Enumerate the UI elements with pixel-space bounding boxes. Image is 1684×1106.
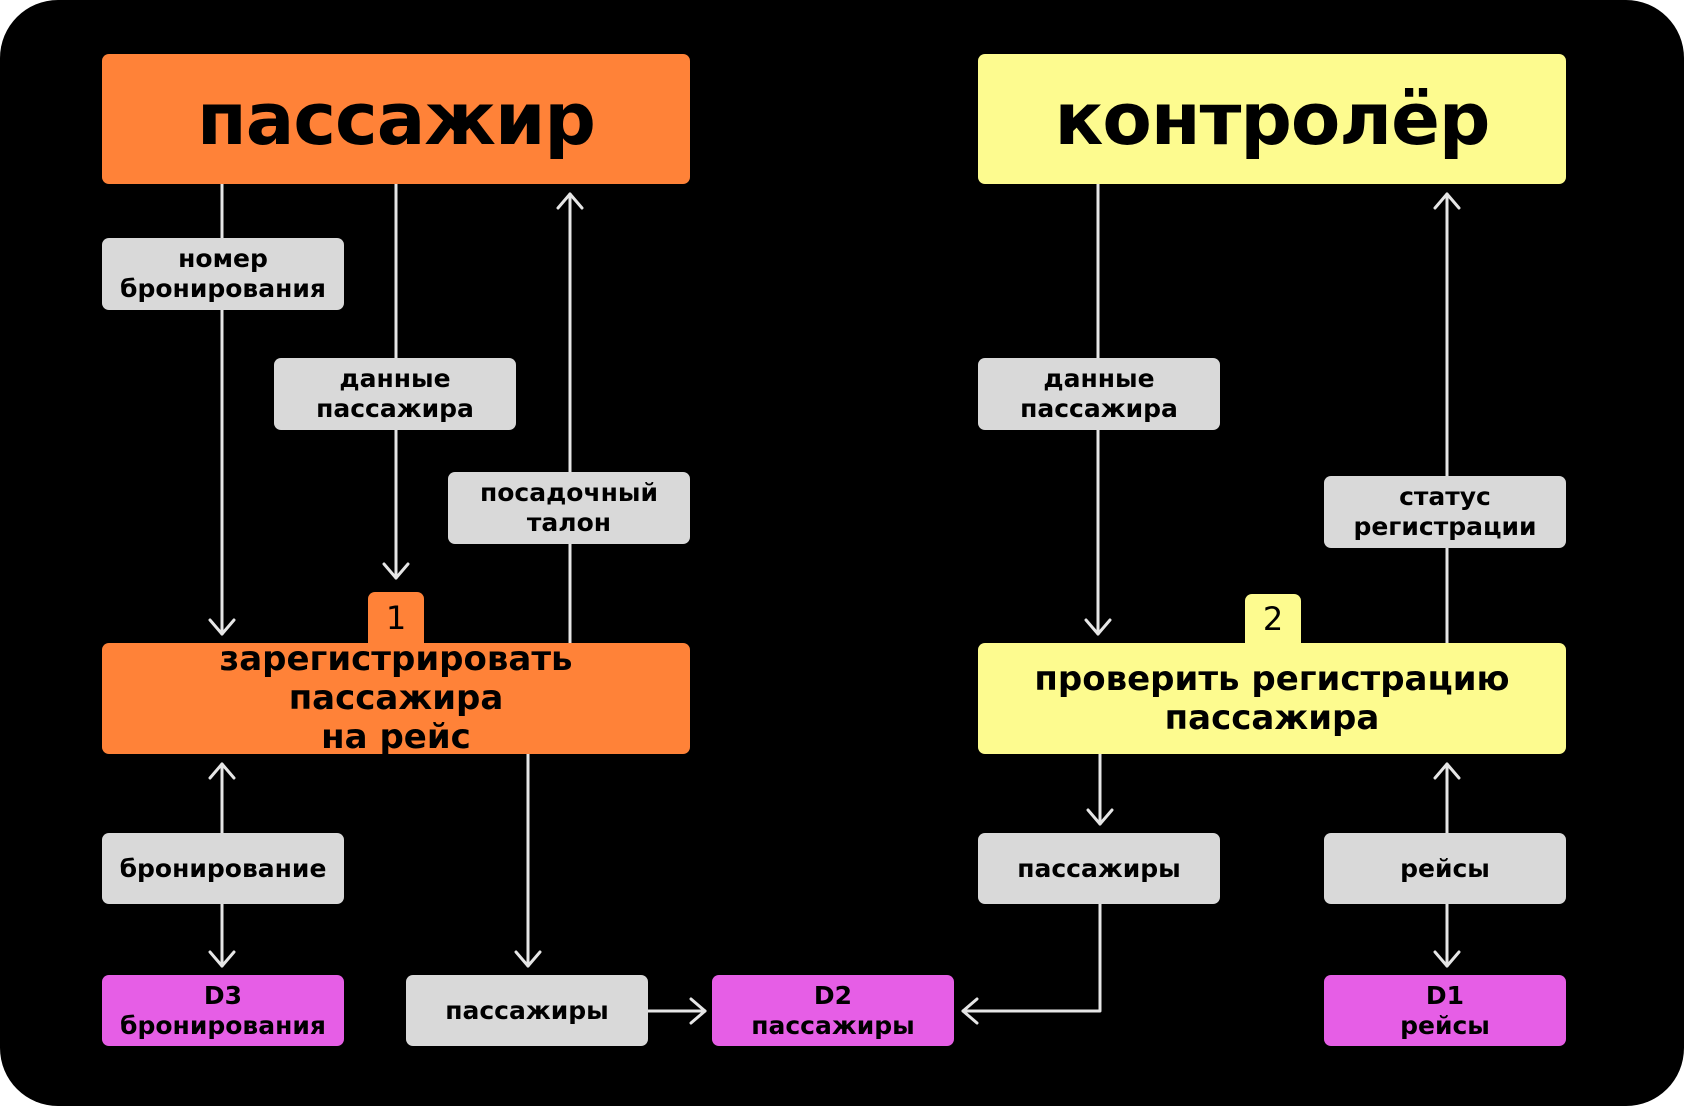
- process-1-number-tab: 1: [368, 592, 424, 644]
- process-2-number: 2: [1262, 600, 1284, 638]
- flow-label-booking-text: бронирование: [119, 853, 327, 883]
- entity-controller: контролёр: [978, 54, 1566, 184]
- arrowhead-registration-status: [1433, 192, 1461, 210]
- entity-controller-label: контролёр: [1054, 77, 1491, 161]
- arrowhead-booking-number: [208, 618, 236, 636]
- flow-line-to-d2-right: [961, 902, 1102, 1013]
- arrowhead-booking-down: [208, 950, 236, 968]
- flow-label-passengers-right: пассажиры: [978, 833, 1220, 904]
- flow-label-passenger-data-left-text: данные пассажира: [316, 364, 474, 423]
- process-2-title: проверить регистрацию пассажира: [1034, 658, 1510, 738]
- process-2-number-tab: 2: [1245, 594, 1301, 644]
- entity-passenger-label: пассажир: [197, 77, 596, 161]
- arrowhead-passenger-data-left: [382, 562, 410, 580]
- flow-label-registration-status-text: статус регистрации: [1353, 482, 1537, 541]
- arrowhead-to-d2-right: [961, 997, 979, 1025]
- flow-label-boarding-pass: посадочный талон: [448, 472, 690, 544]
- entity-passenger: пассажир: [102, 54, 690, 184]
- process-1-title: зарегистрировать пассажира на рейс: [219, 639, 573, 757]
- flow-label-passengers-left-text: пассажиры: [445, 995, 609, 1025]
- arrowhead-boarding-pass: [556, 192, 584, 210]
- flow-label-booking-number: номер бронирования: [102, 238, 344, 310]
- data-store-d2-passengers: D2 пассажиры: [712, 975, 954, 1046]
- process-register-passenger: зарегистрировать пассажира на рейс: [102, 639, 690, 757]
- flow-label-passengers-right-text: пассажиры: [1017, 853, 1181, 883]
- data-store-d3-text: D3 бронирования: [120, 980, 326, 1040]
- arrowhead-passengers-left: [514, 950, 542, 968]
- flow-label-booking: бронирование: [102, 833, 344, 904]
- arrowhead-flights-up: [1433, 762, 1461, 780]
- arrowhead-booking-up: [208, 762, 236, 780]
- arrowhead-passengers-right: [1086, 808, 1114, 826]
- flow-label-flights-text: рейсы: [1400, 853, 1490, 883]
- data-store-d1-text: D1 рейсы: [1400, 980, 1490, 1040]
- flow-label-booking-number-text: номер бронирования: [120, 244, 326, 303]
- data-store-d2-text: D2 пассажиры: [751, 980, 915, 1040]
- data-store-d3-bookings: D3 бронирования: [102, 975, 344, 1046]
- arrowhead-to-d2-left: [689, 997, 707, 1025]
- flow-label-passenger-data-right-text: данные пассажира: [1020, 364, 1178, 423]
- flow-label-passenger-data-left: данные пассажира: [274, 358, 516, 430]
- flow-label-boarding-pass-text: посадочный талон: [479, 478, 659, 537]
- flow-label-passengers-left: пассажиры: [406, 975, 648, 1046]
- flow-label-flights: рейсы: [1324, 833, 1566, 904]
- flow-label-registration-status: статус регистрации: [1324, 476, 1566, 548]
- process-1-number: 1: [385, 599, 407, 637]
- flow-label-passenger-data-right: данные пассажира: [978, 358, 1220, 430]
- data-store-d1-flights: D1 рейсы: [1324, 975, 1566, 1046]
- arrowhead-flights-down: [1433, 950, 1461, 968]
- arrowhead-passenger-data-right: [1084, 618, 1112, 636]
- process-check-registration: проверить регистрацию пассажира: [978, 643, 1566, 754]
